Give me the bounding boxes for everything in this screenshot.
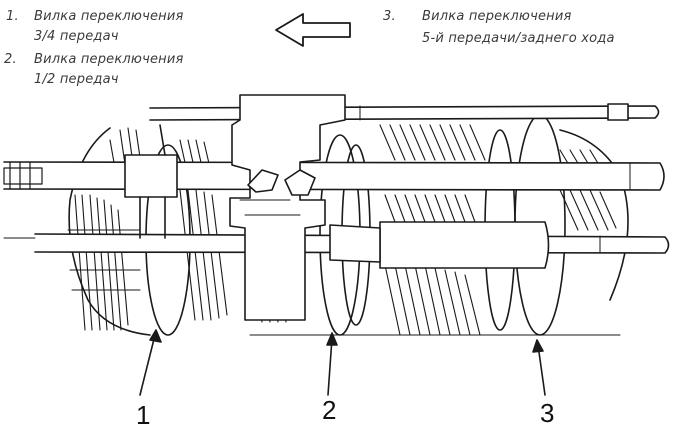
callout-arrow-3 (532, 339, 546, 396)
caption-2-number: 2. (4, 52, 17, 67)
callout-number-3: 3 (540, 398, 555, 428)
shift-rail-top (149, 105, 660, 121)
callout-arrow-1 (139, 329, 162, 396)
caption-1-number: 1. (6, 9, 19, 24)
shift-fork-3-body (329, 221, 550, 269)
main-shaft (3, 161, 665, 191)
caption-2-line1: Вилка переключения (34, 52, 184, 67)
shift-fork-1-body (124, 124, 178, 239)
callout-number-1: 1 (136, 400, 151, 430)
callout-number-2: 2 (322, 395, 337, 425)
callout-arrow-2 (326, 332, 338, 396)
caption-3-line1: Вилка переключения (422, 9, 572, 24)
shift-fork-2-body (229, 94, 346, 321)
caption-1-line1: Вилка переключения (34, 9, 184, 24)
caption-3-line2: 5-й передачи/заднего хода (422, 31, 615, 46)
caption-3-number: 3. (383, 9, 396, 24)
direction-arrow (275, 13, 351, 47)
caption-2-line2: 1/2 передач (34, 72, 119, 87)
caption-1-line2: 3/4 передач (34, 29, 119, 44)
